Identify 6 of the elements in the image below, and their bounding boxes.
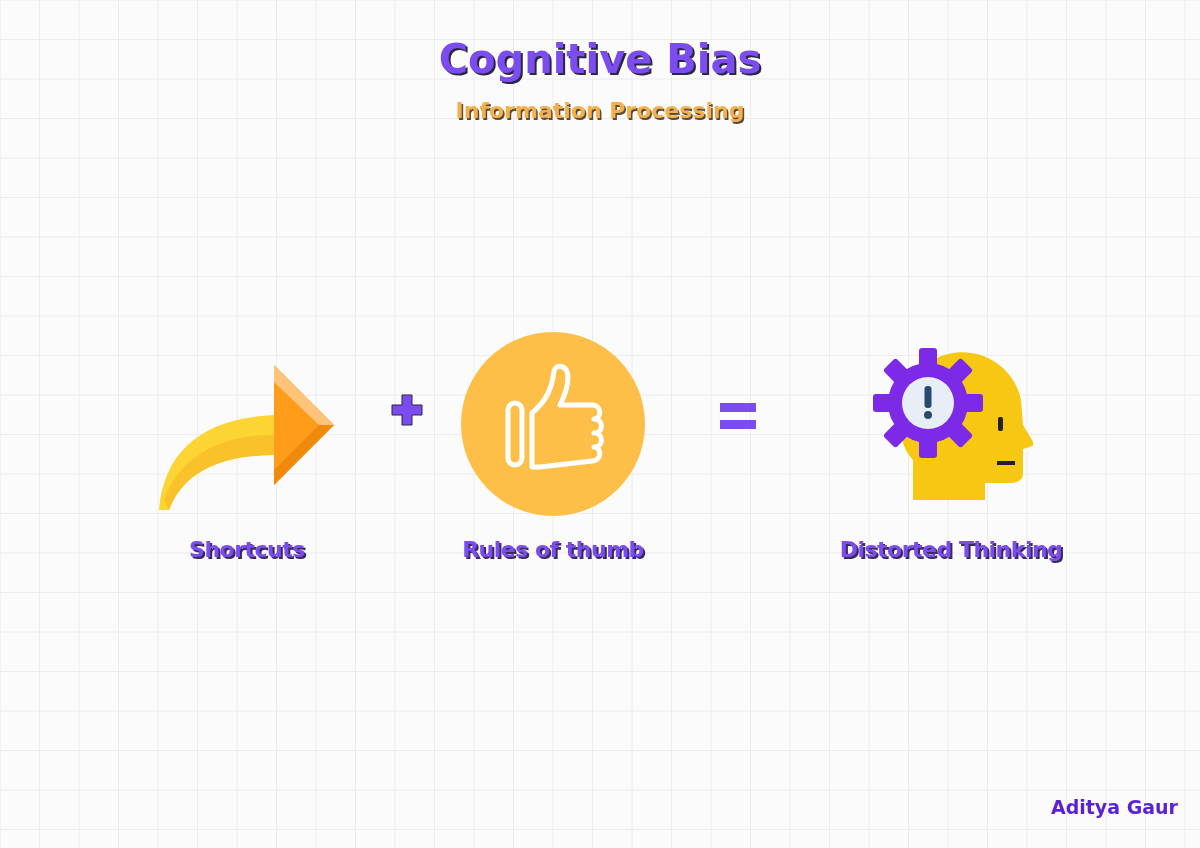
subtitle: Information Processing [454,98,746,123]
item-label: Shortcuts [189,537,305,562]
item-label: Rules of thumb [462,537,644,562]
item-label: Distorted Thinking [839,537,1063,562]
title: Cognitive Bias [437,36,763,82]
author-name: Aditya Gaur [1050,796,1178,818]
